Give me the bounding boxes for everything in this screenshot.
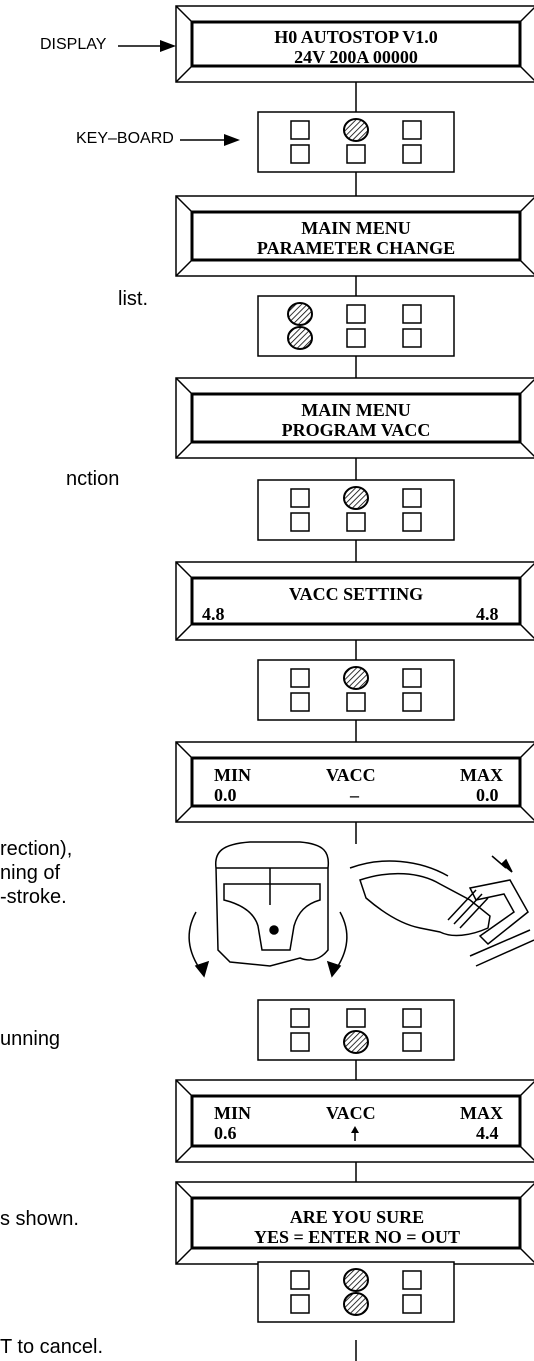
pressed-key-icon[interactable] bbox=[287, 326, 313, 350]
pressed-key-icon[interactable] bbox=[343, 1292, 369, 1316]
screen-6-max-label: MAX bbox=[460, 1103, 503, 1123]
key-button[interactable] bbox=[290, 120, 310, 140]
key-button[interactable] bbox=[346, 512, 366, 532]
side-text-5: s shown. bbox=[0, 1208, 79, 1230]
key-button[interactable] bbox=[402, 1032, 422, 1052]
pressed-key-icon[interactable] bbox=[343, 486, 369, 510]
key-button[interactable] bbox=[290, 488, 310, 508]
key-button[interactable] bbox=[402, 120, 422, 140]
key-button[interactable] bbox=[402, 1294, 422, 1314]
hand-control-illustration bbox=[188, 841, 348, 978]
screen-5-vacc-label: VACC bbox=[326, 765, 376, 785]
key-button[interactable] bbox=[346, 144, 366, 164]
screen-1-line-1: H0 AUTOSTOP V1.0 bbox=[274, 27, 438, 47]
screen-5-min-label: MIN bbox=[214, 765, 251, 785]
keypad bbox=[257, 111, 455, 173]
lcd-display-frame bbox=[175, 741, 534, 823]
key-button[interactable] bbox=[346, 692, 366, 712]
screen-4-right-value: 4.8 bbox=[476, 604, 499, 624]
foot-pedal-illustration bbox=[349, 855, 534, 967]
side-text-4: unning bbox=[0, 1028, 61, 1050]
screen-6-vacc-label: VACC bbox=[326, 1103, 376, 1123]
key-button[interactable] bbox=[402, 692, 422, 712]
display-callout-arrow bbox=[118, 40, 176, 52]
side-text-1: list. bbox=[118, 288, 148, 310]
keypad bbox=[257, 999, 455, 1061]
screen-1-line-2: 24V 200A 00000 bbox=[294, 47, 418, 67]
side-text-3c: -stroke. bbox=[0, 886, 67, 908]
key-button[interactable] bbox=[402, 488, 422, 508]
key-button[interactable] bbox=[402, 144, 422, 164]
keyboard-callout-label: KEY–BOARD bbox=[76, 130, 174, 147]
key-button[interactable] bbox=[346, 304, 366, 324]
pressed-key-icon[interactable] bbox=[343, 1030, 369, 1054]
screen-6-max-value: 4.4 bbox=[476, 1123, 499, 1143]
key-button[interactable] bbox=[402, 328, 422, 348]
pressed-key-icon[interactable] bbox=[343, 1268, 369, 1292]
key-button[interactable] bbox=[290, 1294, 310, 1314]
key-button[interactable] bbox=[290, 1032, 310, 1052]
screen-5-max-label: MAX bbox=[460, 765, 503, 785]
screen-7-line-2: YES = ENTER NO = OUT bbox=[253, 1227, 461, 1247]
key-button[interactable] bbox=[290, 144, 310, 164]
screen-6-min-label: MIN bbox=[214, 1103, 251, 1123]
side-text-6: T to cancel. bbox=[0, 1336, 104, 1358]
pressed-key-icon[interactable] bbox=[343, 666, 369, 690]
screen-5-vacc-value: – bbox=[350, 785, 359, 805]
pressed-key-icon[interactable] bbox=[343, 118, 369, 142]
screen-2-line-1: MAIN MENU bbox=[301, 218, 411, 238]
screen-7-line-1: ARE YOU SURE bbox=[289, 1207, 425, 1227]
keypad bbox=[257, 1261, 455, 1323]
display-callout-label: DISPLAY bbox=[40, 36, 107, 53]
lcd-display-frame bbox=[175, 1079, 534, 1163]
key-button[interactable] bbox=[290, 1008, 310, 1028]
screen-4-left-value: 4.8 bbox=[202, 604, 225, 624]
key-button[interactable] bbox=[290, 512, 310, 532]
key-button[interactable] bbox=[402, 304, 422, 324]
keypad bbox=[257, 659, 455, 721]
screen-6-min-value: 0.6 bbox=[214, 1123, 237, 1143]
key-button[interactable] bbox=[346, 1008, 366, 1028]
screen-4-title: VACC SETTING bbox=[288, 584, 424, 604]
key-button[interactable] bbox=[402, 1270, 422, 1290]
screen-3-line-2: PROGRAM VACC bbox=[281, 420, 431, 440]
screen-3-line-1: MAIN MENU bbox=[301, 400, 411, 420]
key-button[interactable] bbox=[290, 692, 310, 712]
lcd-display-frame bbox=[175, 195, 534, 277]
screen-2-line-2: PARAMETER CHANGE bbox=[256, 238, 456, 258]
lcd-display-frame bbox=[175, 561, 534, 641]
screen-5-max-value: 0.0 bbox=[476, 785, 499, 805]
pressed-key-icon[interactable] bbox=[287, 302, 313, 326]
side-text-3b: ning of bbox=[0, 862, 61, 884]
side-text-3a: rection), bbox=[0, 838, 73, 860]
up-arrow-icon bbox=[350, 1126, 360, 1147]
key-button[interactable] bbox=[402, 1008, 422, 1028]
key-button[interactable] bbox=[402, 668, 422, 688]
lcd-display-frame bbox=[175, 1181, 534, 1265]
lcd-display-frame bbox=[175, 377, 534, 459]
key-button[interactable] bbox=[346, 328, 366, 348]
key-button[interactable] bbox=[290, 1270, 310, 1290]
screen-5-min-value: 0.0 bbox=[214, 785, 237, 805]
lcd-display-frame bbox=[175, 5, 534, 83]
key-button[interactable] bbox=[402, 512, 422, 532]
side-text-2: nction bbox=[66, 468, 120, 490]
key-button[interactable] bbox=[290, 668, 310, 688]
keypad bbox=[257, 479, 455, 541]
keyboard-callout-arrow bbox=[180, 134, 240, 146]
keypad bbox=[257, 295, 455, 357]
